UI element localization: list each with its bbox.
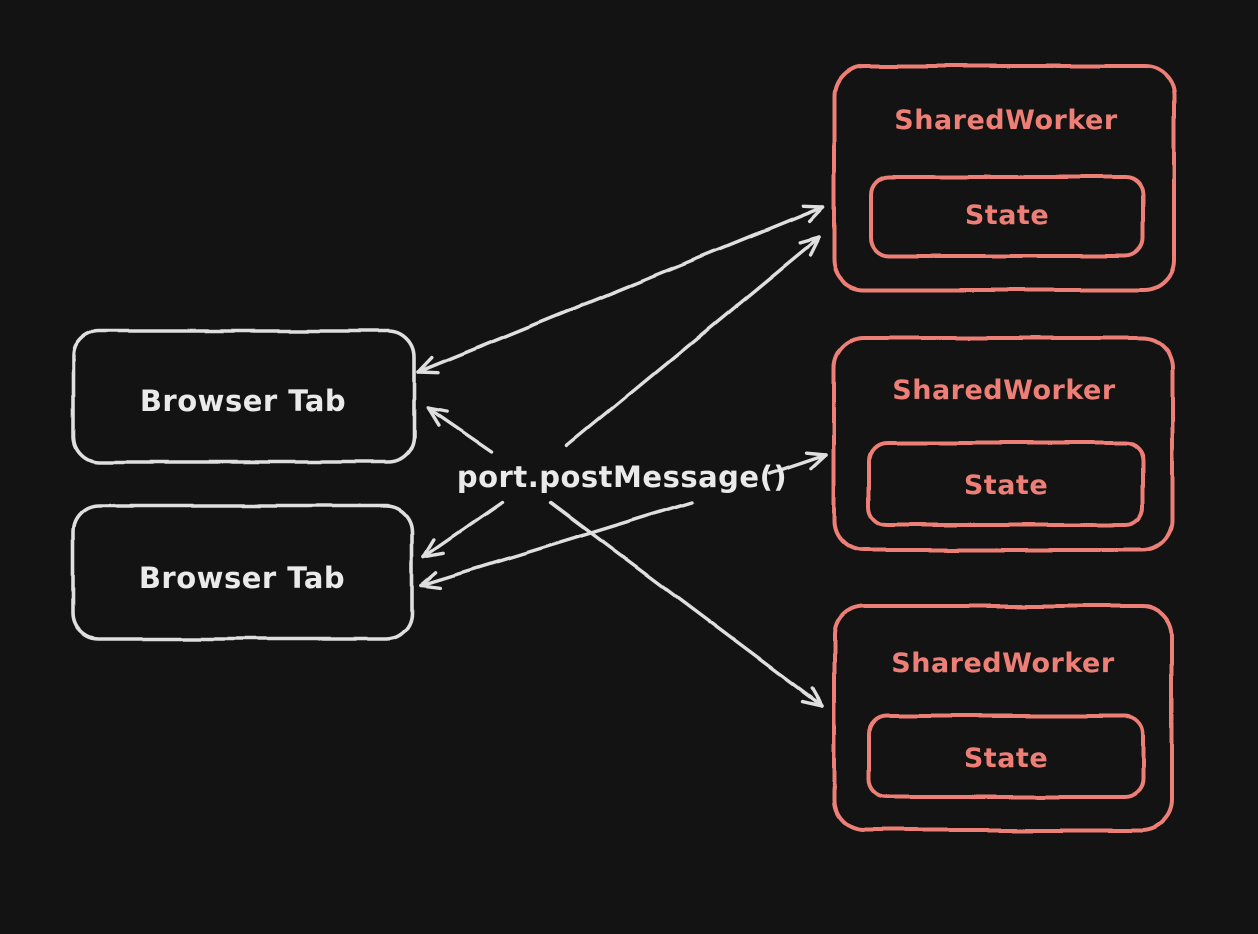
- arrowhead: [419, 570, 438, 587]
- arrowhead: [426, 406, 450, 414]
- shared-worker-1-title: SharedWorker: [894, 105, 1118, 136]
- shared-worker-3-state-label: State: [964, 743, 1048, 774]
- browser-tab-1-label: Browser Tab: [140, 384, 346, 418]
- arrowhead: [426, 406, 441, 427]
- arrowhead: [800, 699, 824, 708]
- shared-worker-1-state-box: [869, 175, 1145, 258]
- shared-worker-2-state-label: State: [964, 470, 1048, 501]
- shared-worker-3-box: [832, 604, 1174, 832]
- arrow-label-worker1: [564, 235, 821, 448]
- arrowhead: [422, 537, 437, 558]
- arrowhead: [419, 583, 443, 590]
- arrow-label-worker3: [549, 501, 824, 708]
- shared-worker-1-box: [832, 64, 1176, 292]
- shared-worker-3-title: SharedWorker: [891, 648, 1115, 679]
- arrowhead: [801, 204, 825, 209]
- browser-tab-2-label: Browser Tab: [139, 561, 345, 595]
- shared-worker-3-state-box: [867, 714, 1145, 799]
- arrowhead: [804, 451, 828, 457]
- browser-tab-2-box: [71, 504, 414, 641]
- arrow-label-tab2-upper: [422, 500, 504, 558]
- browser-tab-1-box: [71, 329, 416, 464]
- arrowhead: [807, 205, 825, 224]
- arrowhead: [808, 235, 821, 257]
- arrowhead: [416, 370, 440, 375]
- arrowhead: [416, 355, 434, 374]
- arrowhead: [809, 453, 828, 471]
- port-postmessage-label: port.postMessage(): [457, 460, 787, 494]
- shared-worker-1-state-label: State: [965, 200, 1049, 231]
- arrow-label-tab2-lower: [419, 500, 694, 587]
- shared-worker-2-box: [832, 336, 1174, 552]
- shared-worker-2-state-box: [867, 441, 1145, 527]
- arrow-tab1-worker1: [416, 205, 825, 374]
- arrowhead: [422, 550, 446, 558]
- shared-worker-2-title: SharedWorker: [892, 375, 1116, 406]
- arrowhead: [810, 686, 824, 708]
- arrowhead: [798, 235, 821, 245]
- arrow-label-worker2: [768, 453, 828, 476]
- arrow-label-tab1: [426, 406, 494, 454]
